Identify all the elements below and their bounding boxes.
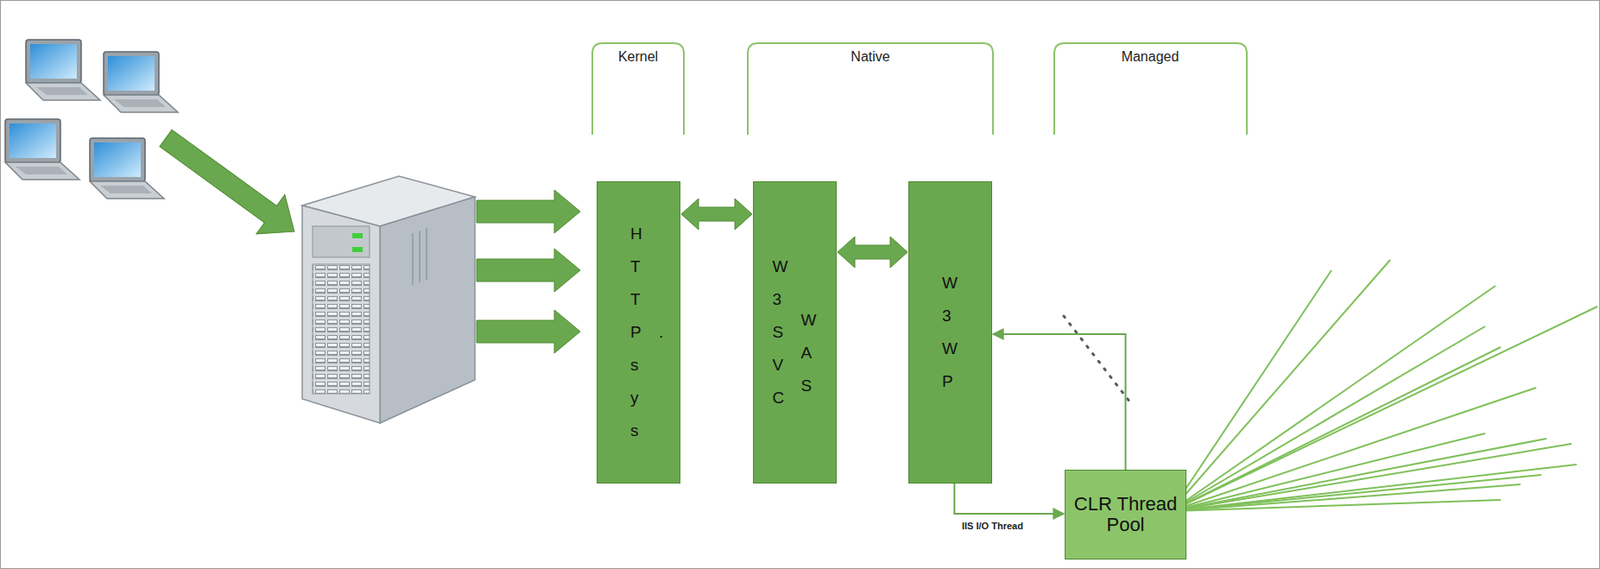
connector [992,334,1126,470]
connector [954,483,1064,514]
node-text: W3SVC [772,250,790,415]
edge-label: IIS I/O Thread [960,520,1025,532]
server-tower [302,176,475,424]
service-box: W3SVC WAS [752,181,837,484]
client-laptops [5,39,178,199]
dotted-wait-line [1063,316,1133,406]
node-text: W3WP [942,266,959,399]
kernel-box: HTTP.sys [596,181,681,484]
node-text: CLR Thread Pool [1065,493,1186,536]
connector [837,236,908,268]
worker-process-box: W3WP [908,181,993,484]
thread-pool-box: CLR Thread Pool [1064,469,1187,560]
connector [681,198,753,230]
layer-brackets [592,43,1247,135]
layer-label: Kernel [615,49,661,65]
layer-label: Managed [1119,49,1183,65]
node-text: HTTP.sys [630,217,647,448]
node-text: WAS [801,303,818,403]
worker-threads [1170,259,1598,512]
server-arrows [476,189,581,354]
request-arrow [151,118,310,251]
layer-label: Native [847,49,892,65]
